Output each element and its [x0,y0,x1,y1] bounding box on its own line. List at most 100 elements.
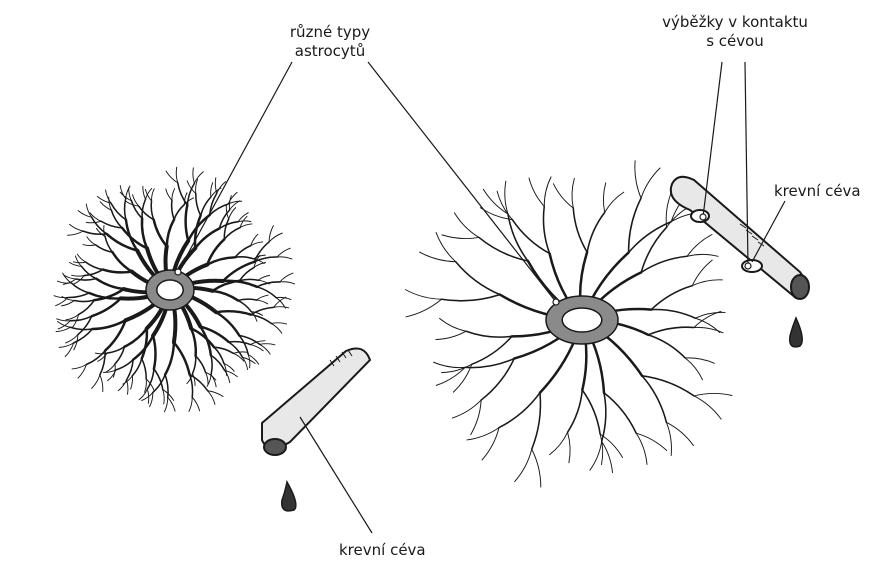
astrocyte-process [251,242,263,246]
astrocyte-process [280,282,295,284]
astrocyte-process [277,257,292,259]
astrocyte-process [113,252,132,271]
astrocyte-process [142,392,153,400]
astrocyte-process [174,342,190,374]
astrocyte-process [648,335,685,358]
astrocyte-process [602,441,613,472]
astrocyte-process [257,287,276,298]
astrocyte-process [280,273,293,282]
astrocyte-process [79,300,95,314]
astrocyte-process [590,441,602,470]
astrocyte-process [100,375,103,392]
astrocyte-process [573,208,587,252]
astrocyte-process [256,295,268,300]
astrocyte-process [212,291,237,301]
astrocyte-process [568,390,583,432]
astrocyte-process [223,262,254,281]
astrocyte-process [238,300,251,311]
astrocyte-nucleus [562,308,602,332]
astrocyte-process [172,189,175,201]
astrocyte-process [189,397,192,411]
astrocyte-process [111,210,122,228]
astrocyte-process [147,369,154,389]
astrocyte-process [442,235,479,239]
astrocyte-process [208,391,215,405]
astrocyte-process [86,204,91,217]
astrocyte-process [225,370,230,382]
label-line: různé typy [270,23,390,42]
astrocyte-process [178,183,188,205]
astrocyte-process [191,328,196,356]
label-line: s cévou [640,32,830,51]
astrocyte-process [165,375,168,398]
label-blood-vessel-bottom: krevní céva [339,541,426,560]
astrocyte-process [277,248,290,257]
astrocyte-process [118,380,126,391]
astrocyte-process [165,342,174,374]
astrocyte-process [111,203,126,220]
astrocyte-process [145,189,151,200]
astrocyte-process [216,311,251,314]
astrocyte-process [629,198,641,252]
astrocyte-process [216,312,239,335]
astrocyte-process [77,254,86,262]
astrocyte-process [206,372,208,384]
astrocyte-process [436,331,466,339]
astrocyte-process [186,205,189,241]
astrocyte-process [553,184,573,208]
label-blood-vessel-right: krevní céva [774,182,861,201]
astrocyte-process [248,355,250,368]
astrocyte-process [66,315,79,320]
astrocyte-process [602,393,606,442]
astrocyte-process [651,286,692,310]
astrocyte-process [442,295,500,301]
astrocyte-process [145,379,147,392]
astrocyte-process [193,356,196,374]
astrocyte-process [243,357,248,369]
astrocyte-process [72,275,85,276]
astrocyte-process [587,212,605,252]
astrocyte-process [207,257,235,264]
astrocyte-process [167,219,174,246]
astrocyte-process [116,360,133,370]
astrocyte-process [106,190,111,203]
astrocyte-process [153,336,155,369]
astrocyte-process [129,188,132,201]
astrocyte-process [142,218,147,248]
astrocyte-process [235,257,253,259]
astrocyte-process [168,397,175,411]
astrocyte-process [257,282,280,287]
astrocyte-process [582,390,600,434]
astrocyte-process [195,228,219,248]
astrocyte-process [499,393,540,428]
astrocyte-process [176,167,178,183]
leader-lines [178,62,785,533]
astrocyte-process [260,344,275,345]
fibrous-astrocyte [405,161,732,487]
astrocyte-process [544,177,551,207]
astrocyte-process [92,320,125,329]
astrocyte-process [685,358,702,380]
astrocyte-process [687,234,712,256]
astrocyte-process [163,390,164,404]
astrocyte-process [258,275,270,280]
astrocyte-process [76,279,96,280]
astrocyte-process [436,232,456,261]
label-line: výběžky v kontaktu [640,13,830,32]
astrocyte-process [214,347,224,363]
astrocyte-process [86,351,105,365]
astrocyte-process [92,375,100,389]
astrocyte-process [603,183,605,213]
astrocyte-process [456,262,500,295]
astrocyte-process [465,359,514,368]
astrocyte-nucleus [157,280,183,300]
astrocyte-process [59,343,73,347]
astrocyte-process [529,178,544,206]
blood-drop-left [282,482,296,511]
astrocyte-process [472,336,512,364]
astrocyte-process [151,201,153,220]
astrocyte-process [142,199,145,218]
astrocyte-process [251,307,274,314]
blood-drop-right [790,318,803,347]
